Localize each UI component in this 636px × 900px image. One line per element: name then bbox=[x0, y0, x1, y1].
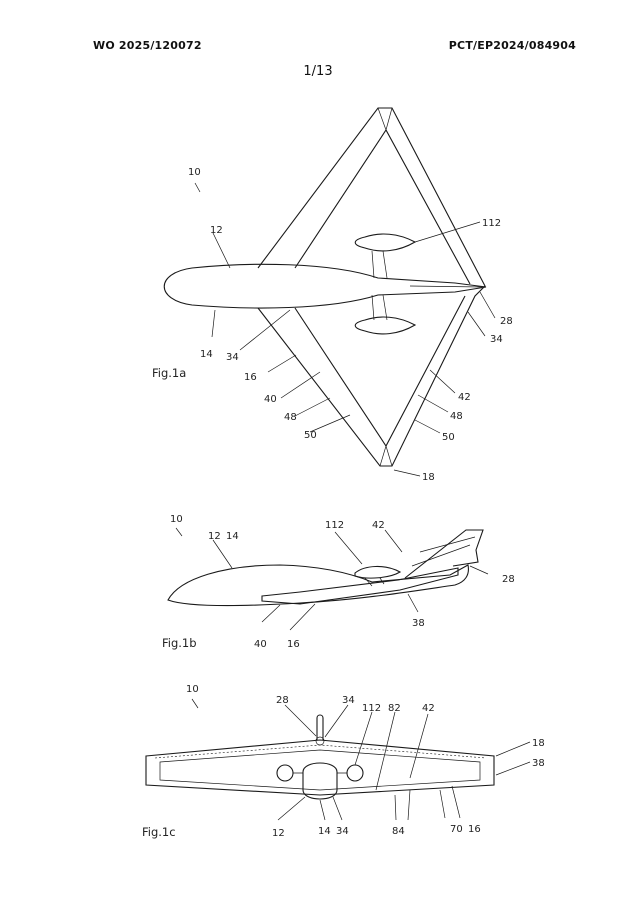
fig1c-label: 28 bbox=[276, 695, 289, 706]
fig1a-lower-pod bbox=[354, 316, 417, 335]
fig1a-label: 10 bbox=[188, 167, 201, 178]
fig1c-left-pod bbox=[276, 764, 294, 782]
fig1a-caption: Fig.1a bbox=[152, 366, 186, 380]
fig1b-pod bbox=[354, 565, 402, 579]
fig1c-label: 18 bbox=[532, 738, 545, 749]
fig1b-label: 12 bbox=[208, 531, 221, 542]
fig1b-label: 28 bbox=[502, 574, 515, 585]
fig1a-label: 42 bbox=[458, 392, 471, 403]
fig1b-label: 112 bbox=[325, 520, 344, 531]
fig1c-wing-inner-line bbox=[159, 749, 481, 791]
fig1c-label: 16 bbox=[468, 824, 481, 835]
fig1c-label: 42 bbox=[422, 703, 435, 714]
fig1a-label: 28 bbox=[500, 316, 513, 327]
fig1a-label: 34 bbox=[226, 352, 239, 363]
fig1a-label: 50 bbox=[304, 430, 317, 441]
sheet-number: 1/13 bbox=[303, 64, 333, 79]
fig1a-label: 34 bbox=[490, 334, 503, 345]
fig1c-label: 34 bbox=[342, 695, 355, 706]
fig1c-fin bbox=[316, 714, 324, 740]
publication-number: WO 2025/120072 bbox=[93, 39, 202, 52]
figure-1a: 10 12 112 14 34 16 40 48 50 28 34 42 48 … bbox=[152, 107, 513, 483]
fig1c-caption: Fig.1c bbox=[142, 825, 176, 839]
fig1a-label: 18 bbox=[422, 472, 435, 483]
figure-1b: 10 12 14 112 42 28 38 40 16 Fig.1b bbox=[162, 514, 515, 650]
fig1b-labels: 10 12 14 112 42 28 38 40 16 bbox=[170, 514, 515, 650]
fig1c-label: 10 bbox=[186, 684, 199, 695]
fig1b-vertical-tail bbox=[404, 529, 484, 579]
fig1c-label: 34 bbox=[336, 826, 349, 837]
fig1a-upper-pod bbox=[354, 233, 417, 252]
fig1a-label: 40 bbox=[264, 394, 277, 405]
fig1a-labels: 10 12 112 14 34 16 40 48 50 28 34 42 48 … bbox=[188, 167, 513, 483]
fig1a-label: 12 bbox=[210, 225, 223, 236]
fig1b-label: 38 bbox=[412, 618, 425, 629]
fig1c-label: 38 bbox=[532, 758, 545, 769]
fig1b-label: 16 bbox=[287, 639, 300, 650]
fig1a-label: 48 bbox=[284, 412, 297, 423]
fig1c-label: 112 bbox=[362, 703, 381, 714]
fig1a-label: 14 bbox=[200, 349, 213, 360]
fig1b-label: 42 bbox=[372, 520, 385, 531]
fig1a-wing-outline bbox=[257, 107, 486, 467]
fig1b-fuselage bbox=[167, 564, 469, 607]
figure-1c: 10 28 34 112 82 42 18 38 12 14 34 84 70 … bbox=[142, 684, 545, 839]
fig1c-fuselage bbox=[302, 762, 338, 800]
fig1c-right-pod bbox=[346, 764, 364, 782]
fig1a-wing-inner-edge bbox=[294, 128, 471, 448]
fig1b-label: 40 bbox=[254, 639, 267, 650]
fig1c-label: 14 bbox=[318, 826, 331, 837]
fig1c-wing bbox=[145, 739, 495, 796]
fig1c-label: 84 bbox=[392, 826, 405, 837]
fig1a-label: 50 bbox=[442, 432, 455, 443]
fig1b-label: 10 bbox=[170, 514, 183, 525]
fig1c-label: 82 bbox=[388, 703, 401, 714]
fig1b-label: 14 bbox=[226, 531, 239, 542]
fig1c-label: 70 bbox=[450, 824, 463, 835]
fig1c-label: 12 bbox=[272, 828, 285, 839]
fig1b-caption: Fig.1b bbox=[162, 636, 197, 650]
application-number: PCT/EP2024/084904 bbox=[448, 39, 576, 52]
fig1a-label: 48 bbox=[450, 411, 463, 422]
fig1b-wing bbox=[261, 567, 459, 605]
fig1c-labels: 10 28 34 112 82 42 18 38 12 14 34 84 70 … bbox=[186, 684, 545, 839]
fig1a-label: 16 bbox=[244, 372, 257, 383]
fig1a-fuselage bbox=[163, 263, 487, 309]
fig1a-label: 112 bbox=[482, 218, 501, 229]
